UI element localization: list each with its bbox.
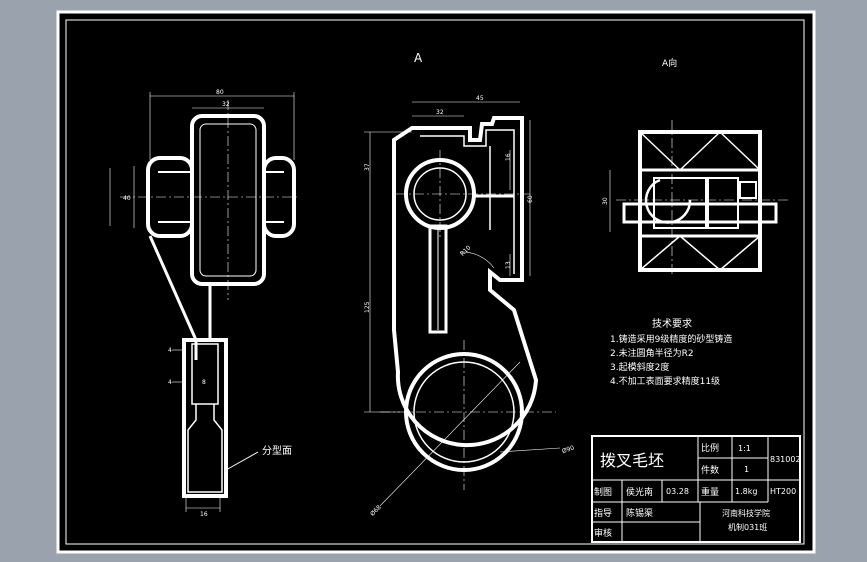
dim-main-outer: Ø90: [561, 444, 575, 455]
dim-main-side-a: 37: [364, 163, 371, 171]
drawn-label: 制图: [594, 486, 612, 498]
requirement-item-3: 3.起模斜度2度: [610, 361, 669, 373]
dim-left-rib-b: 4: [168, 379, 172, 386]
main-rib: [428, 224, 448, 334]
dim-left-rib-a: 4: [168, 347, 172, 354]
material: HT200: [770, 487, 796, 496]
dim-main-top-b: 45: [476, 95, 484, 102]
part-name: 拨叉毛坯: [600, 451, 664, 470]
weight-label: 重量: [701, 486, 719, 498]
weight-value: 1.8kg: [735, 487, 757, 496]
dim-left-width-inner: 32: [222, 101, 230, 108]
left-view: [109, 92, 300, 512]
count-label: 件数: [701, 464, 719, 476]
dim-left-rib-c: 8: [202, 379, 206, 386]
dim-main-side-b: 60: [527, 195, 534, 203]
title-block: [591, 435, 801, 543]
drawn-name: 侯光南: [626, 486, 653, 498]
dim-main-top-a: 32: [436, 109, 444, 116]
dim-left-bottom: 16: [200, 511, 208, 518]
review-label: 审核: [594, 527, 612, 539]
drawn-date: 03.28: [666, 487, 689, 496]
guide-name: 陈锡渠: [626, 507, 653, 519]
count-value: 1: [744, 465, 749, 474]
side-flange: [622, 202, 778, 224]
parting-surface-label: 分型面: [262, 444, 292, 457]
requirement-item-2: 2.未注圆角半径为R2: [610, 347, 694, 359]
dim-left-height: 40: [123, 195, 131, 202]
view-label-a: A: [414, 51, 423, 65]
dim-main-side-d: 13: [505, 261, 512, 269]
dim-main-side-c: 16: [505, 153, 512, 161]
drawing-number: 831002: [770, 455, 801, 464]
guide-label: 指导: [594, 507, 612, 519]
requirement-item-4: 4.不加工表面要求精度11级: [610, 375, 720, 387]
technical-requirements: 技术要求 1.铸造采用9级精度的砂型铸造 2.未注圆角半径为R2 3.起模斜度2…: [610, 317, 732, 387]
main-view: [364, 101, 561, 507]
scale-value: 1:1: [738, 444, 751, 453]
school-name: 河南科技学院: [722, 508, 770, 518]
scale-label: 比例: [701, 442, 719, 454]
dim-main-vertical: 125: [364, 301, 371, 313]
view-label-a-direction: A向: [662, 57, 677, 69]
requirements-title: 技术要求: [652, 317, 692, 330]
side-view: [609, 120, 790, 276]
main-body-outline: [392, 116, 539, 448]
requirement-item-1: 1.铸造采用9级精度的砂型铸造: [610, 333, 732, 345]
class-name: 机制031班: [728, 522, 767, 532]
left-arm-outline: [182, 338, 228, 498]
dim-side-height: 30: [602, 197, 609, 205]
dim-left-width-total: 80: [216, 89, 224, 96]
side-body-outline: [638, 130, 762, 272]
sheet-border-inner: [65, 19, 805, 545]
